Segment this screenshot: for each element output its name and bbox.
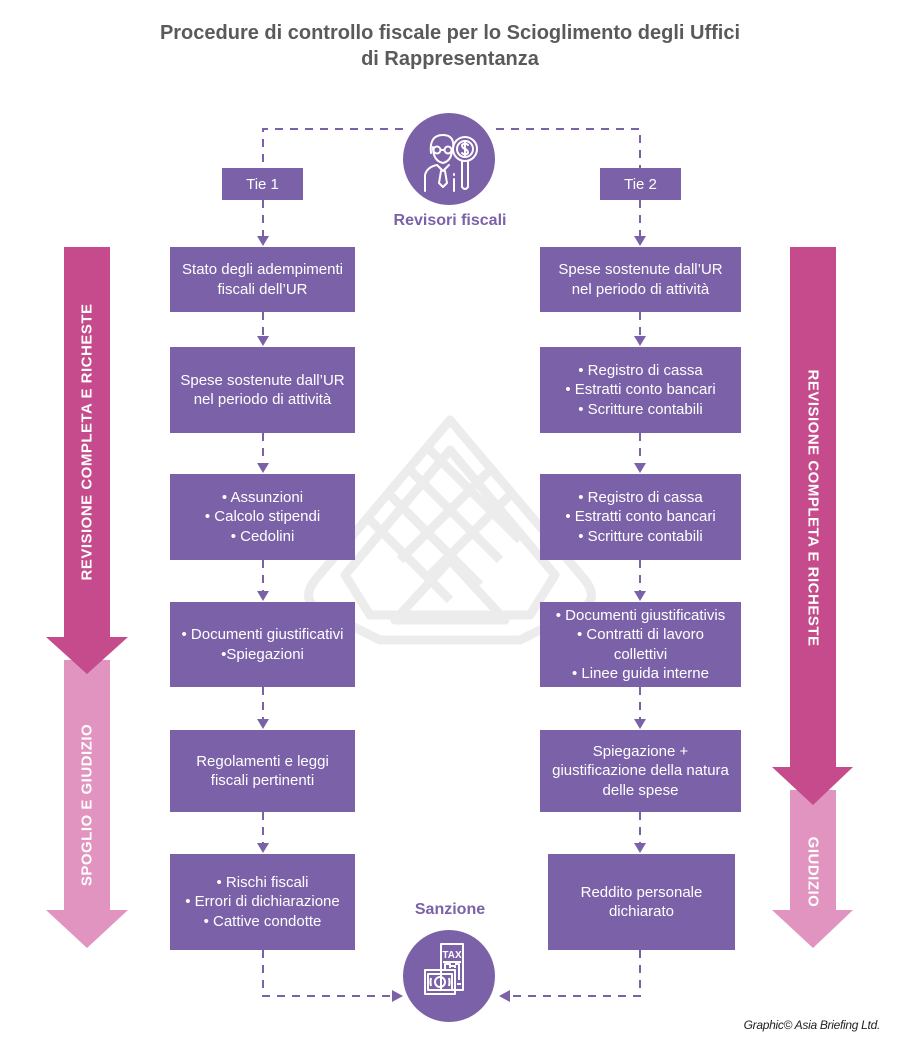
left-step-4: • Documenti giustificativi•Spiegazioni [170,602,355,687]
tax-auditor-label: Revisori fiscali [393,212,507,229]
right-step-2: • Registro di cassa• Estratti conto banc… [540,347,741,433]
tier-2-label: Tie 2 [600,168,681,200]
tax-auditor-node [403,113,495,205]
arrowhead-into-sanzione-right [499,990,510,1002]
left-arrow-lower [46,660,128,948]
title-line-2: di Rappresentanza [361,48,539,70]
sanction-label: Sanzione [414,901,486,918]
left-step-3: • Assunzioni• Calcolo stipendi• Cedolini [170,474,355,560]
connector-top-right [496,128,641,168]
tax-text-glyph: TAX [442,950,462,961]
credit-text: Graphic© Asia Briefing Ltd. [743,1018,881,1032]
left-arrow-upper [46,247,128,674]
tax-money-icon: TAX [424,943,464,995]
tier-1-label: Tie 1 [222,168,303,200]
page-title: Procedure di controllo fiscale per lo Sc… [0,20,900,72]
arrowhead [634,236,646,246]
connector-bottom-left [262,950,392,997]
right-arrow-lower [772,790,853,948]
tax-auditor-icon [424,134,478,192]
arrowhead-into-sanzione-left [392,990,403,1002]
left-step-6: • Rischi fiscali• Errori di dichiarazion… [170,854,355,950]
right-step-3: • Registro di cassa• Estratti conto banc… [540,474,741,560]
connector-top-left [262,128,403,168]
watermark-logo-icon [304,415,596,645]
right-step-5: Spiegazione +giustificazione della natur… [540,730,741,812]
title-line-1: Procedure di controllo fiscale per lo Sc… [159,22,741,44]
right-step-4: • Documenti giustificativis• Contratti d… [540,602,741,687]
right-arrow-upper [772,247,853,805]
sanction-node: TAX [403,930,495,1022]
arrowhead [257,236,269,246]
connector-bottom-right [510,950,641,997]
